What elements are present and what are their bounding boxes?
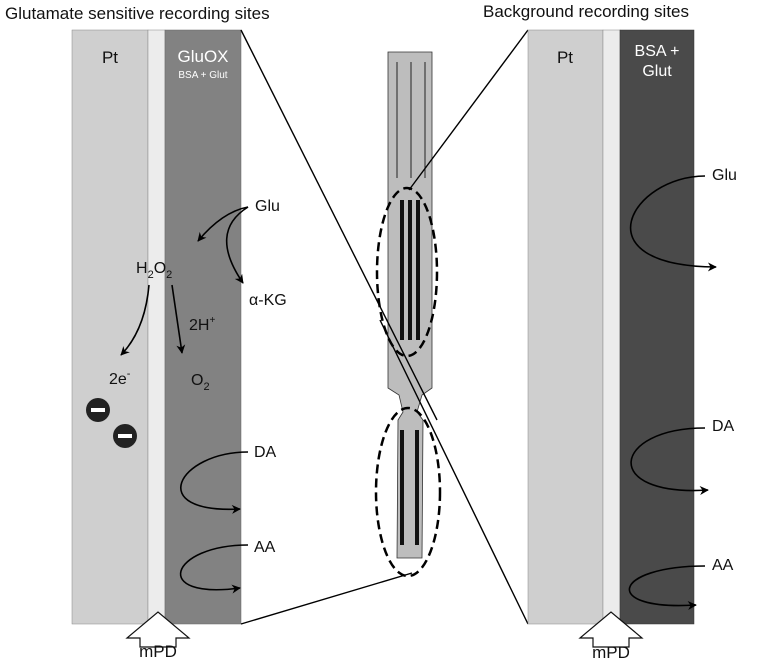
lower-site-highlight [374, 406, 442, 578]
right-panel: Background recording sites Pt BSA + Glut… [483, 2, 737, 662]
right-mpd-layer [602, 29, 621, 625]
right-da-label: DA [712, 418, 735, 435]
right-pt-layer [527, 29, 604, 625]
zoom-lines [240, 29, 529, 625]
recording-site [400, 430, 404, 545]
left-mpd-label: mPD [139, 642, 177, 661]
h2o2-label: H2O2 [136, 260, 172, 281]
left-glu-label: Glu [255, 198, 280, 215]
right-da-curve-arrow [630, 427, 709, 496]
left-pt-label: Pt [102, 48, 118, 67]
right-coating-layer [619, 29, 695, 625]
left-mpd-arrow [125, 611, 191, 648]
left-panel: Glutamate sensitive recording sites Pt G… [5, 4, 287, 661]
upper-site-highlight [375, 186, 439, 358]
recording-site [400, 200, 404, 340]
left-mpd-layer [147, 29, 166, 625]
left-panel-title: Glutamate sensitive recording sites [5, 4, 270, 23]
right-pt-label: Pt [557, 48, 573, 67]
left-pt-layer [71, 29, 149, 625]
left-da-curve-arrow [179, 451, 249, 514]
recording-site [416, 200, 420, 340]
right-aa-label: AA [712, 557, 734, 574]
two-e-label: 2e- [109, 368, 131, 388]
right-mpd-label: mPD [592, 643, 630, 662]
left-aa-curve-arrow [179, 544, 249, 594]
left-aa-label: AA [254, 539, 276, 556]
left-enzyme-sublabel: BSA + Glut [178, 70, 227, 81]
left-enzyme-label: GluOX [177, 47, 228, 66]
h2o2-to-o2-arrow [171, 284, 186, 354]
recording-site [415, 430, 419, 545]
akg-label: α-KG [249, 292, 287, 309]
glu-to-akg-arrow [225, 206, 249, 284]
right-mpd-arrow [578, 611, 644, 648]
right-glu-curve-arrow [629, 175, 717, 272]
left-da-label: DA [254, 444, 277, 461]
electron-icon [113, 424, 137, 448]
h2o2-to-electrons-arrow [120, 284, 150, 356]
right-coating-label-line2: Glut [642, 63, 672, 80]
center-probe [374, 51, 442, 578]
right-panel-title: Background recording sites [483, 2, 689, 21]
o2-label: O2 [191, 372, 210, 393]
right-aa-curve-arrow [628, 565, 706, 610]
right-coating-label-line1: BSA + [635, 43, 680, 60]
two-h-label: 2H+ [189, 315, 215, 334]
right-glu-label: Glu [712, 167, 737, 184]
glu-to-h2o2-arrow [197, 206, 249, 242]
electron-icon [86, 398, 110, 422]
recording-site [408, 200, 412, 340]
